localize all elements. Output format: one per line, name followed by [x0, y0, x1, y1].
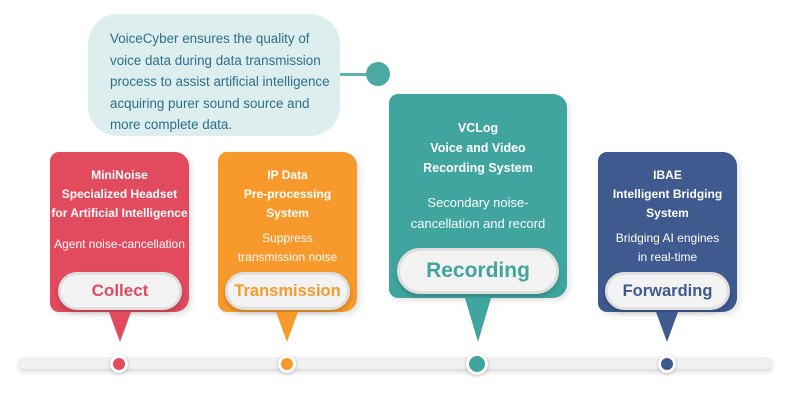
stage-title-line: System	[266, 206, 309, 220]
stage-pointer-recording	[465, 298, 491, 342]
stage-description-line: in real-time	[637, 250, 698, 264]
callout-connector-line	[340, 73, 374, 76]
timeline-node-forwarding	[658, 355, 676, 373]
stage-title-line: Voice and Video	[430, 141, 526, 155]
timeline-node-dot	[281, 358, 293, 370]
stage-label-recording: Recording	[397, 248, 559, 294]
stage-title-line: IBAE	[653, 168, 682, 182]
stage-pointer-transmission	[276, 312, 298, 342]
callout-bubble: VoiceCyber ensures the quality of voice …	[88, 14, 340, 136]
stage-card-recording: VCLog Voice and Video Recording System S…	[389, 94, 567, 298]
stage-description-line: Bridging AI engines	[615, 231, 720, 245]
timeline-node-transmission	[278, 355, 296, 373]
stage-card-forwarding: IBAE Intelligent Bridging System Bridgin…	[598, 152, 737, 312]
stage-title-line: IP Data	[267, 168, 308, 182]
timeline-node-dot	[661, 358, 673, 370]
stage-pointer-collect	[109, 312, 131, 342]
stage-title-line: VCLog	[457, 121, 499, 135]
stage-title-line: Pre-processing	[243, 187, 332, 201]
stage-title-line: Specialized Headset	[61, 187, 178, 201]
callout-line: process to assist artificial intelligenc…	[110, 74, 330, 89]
callout-line: acquiring purer sound source and	[110, 95, 310, 111]
stage-title-line: for Artificial Intelligence	[51, 206, 188, 220]
stage-title-line: Intelligent Bridging	[612, 187, 723, 201]
timeline-node-recording	[466, 353, 488, 375]
stage-title-line: Recording System	[423, 161, 533, 175]
callout-line: voice data during data transmission	[110, 52, 321, 68]
timeline-node-dot	[469, 356, 485, 372]
stage-label-forwarding: Forwarding	[605, 272, 730, 310]
stage-card-collect: MiniNoise Specialized Headset for Artifi…	[50, 152, 189, 312]
stage-title-line: System	[646, 206, 689, 220]
stage-description-line: transmission noise	[237, 250, 338, 264]
stage-card-transmission: IP Data Pre-processing System Suppress t…	[218, 152, 357, 312]
stage-description-line: Secondary noise-	[427, 195, 529, 210]
stage-pointer-forwarding	[656, 312, 678, 342]
stage-label-transmission: Transmission	[225, 272, 350, 310]
callout-line: more complete data.	[110, 117, 233, 132]
timeline-track	[18, 357, 773, 369]
callout-connector-dot	[366, 62, 390, 86]
stage-title-line: MiniNoise	[91, 168, 148, 182]
timeline-node-collect	[110, 355, 128, 373]
timeline-node-dot	[113, 358, 125, 370]
callout-line: VoiceCyber ensures the quality of	[110, 31, 310, 46]
stage-description-line: Suppress	[262, 231, 313, 245]
stage-description-line: cancellation and record	[410, 216, 546, 231]
stage-label-collect: Collect	[58, 272, 182, 310]
stage-description-line: Agent noise-cancellation	[54, 237, 185, 251]
